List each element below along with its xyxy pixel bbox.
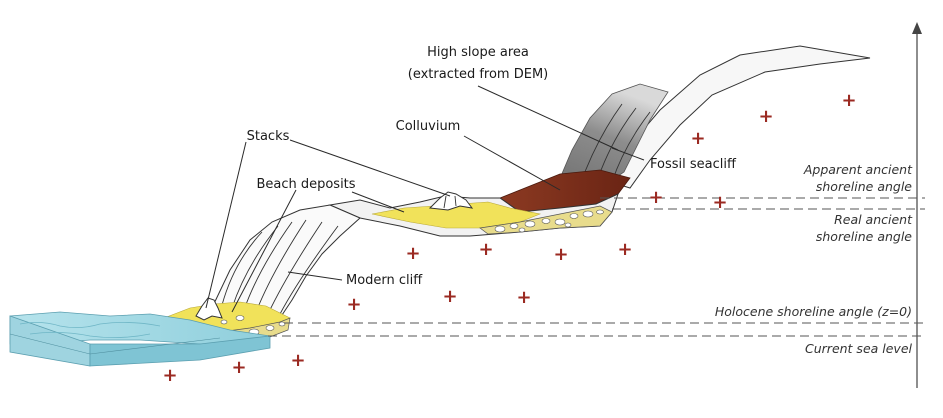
label-apparent-line1: Apparent ancient — [803, 162, 913, 177]
svg-text:+: + — [617, 239, 632, 260]
label-beach-deposits: Beach deposits — [256, 177, 355, 192]
label-real-line2: shoreline angle — [816, 229, 912, 244]
ancient-pebbles — [494, 209, 604, 233]
modern-stack — [195, 297, 223, 321]
svg-text:+: + — [478, 239, 493, 260]
ancient-beach-deposits — [371, 201, 542, 229]
svg-text:+: + — [162, 365, 177, 386]
ancient-stack — [428, 191, 474, 211]
svg-text:+: + — [553, 244, 568, 265]
upper-plateau — [597, 45, 871, 189]
label-sea-level: Current sea level — [805, 341, 913, 356]
svg-text:+: + — [442, 286, 457, 307]
modern-cliff-lines — [221, 219, 339, 315]
label-apparent-line2: shoreline angle — [816, 179, 912, 194]
svg-text:+: + — [712, 192, 727, 213]
label-real-line1: Real ancient — [834, 212, 913, 227]
label-modern-cliff: Modern cliff — [346, 273, 423, 288]
leader-lines — [205, 85, 645, 313]
bedrock-markers: + + + + + + + + + + + + + + + — [162, 90, 856, 386]
label-high-slope-line2: (extracted from DEM) — [408, 67, 548, 82]
label-fossil-seacliff: Fossil seacliff — [650, 157, 737, 172]
svg-text:+: + — [690, 128, 705, 149]
label-stacks: Stacks — [247, 129, 290, 144]
sea-side — [89, 335, 271, 367]
label-colluvium: Colluvium — [396, 119, 461, 134]
svg-text:+: + — [346, 294, 361, 315]
svg-text:+: + — [290, 350, 305, 371]
svg-text:+: + — [231, 357, 246, 378]
label-holocene: Holocene shoreline angle (z=0) — [715, 304, 912, 319]
svg-text:+: + — [758, 106, 773, 127]
label-high-slope-line1: High slope area — [427, 45, 529, 60]
elevation-axis-arrowhead — [912, 22, 922, 34]
svg-text:+: + — [516, 287, 531, 308]
svg-text:+: + — [405, 243, 420, 264]
svg-text:+: + — [841, 90, 856, 111]
svg-text:+: + — [648, 187, 663, 208]
